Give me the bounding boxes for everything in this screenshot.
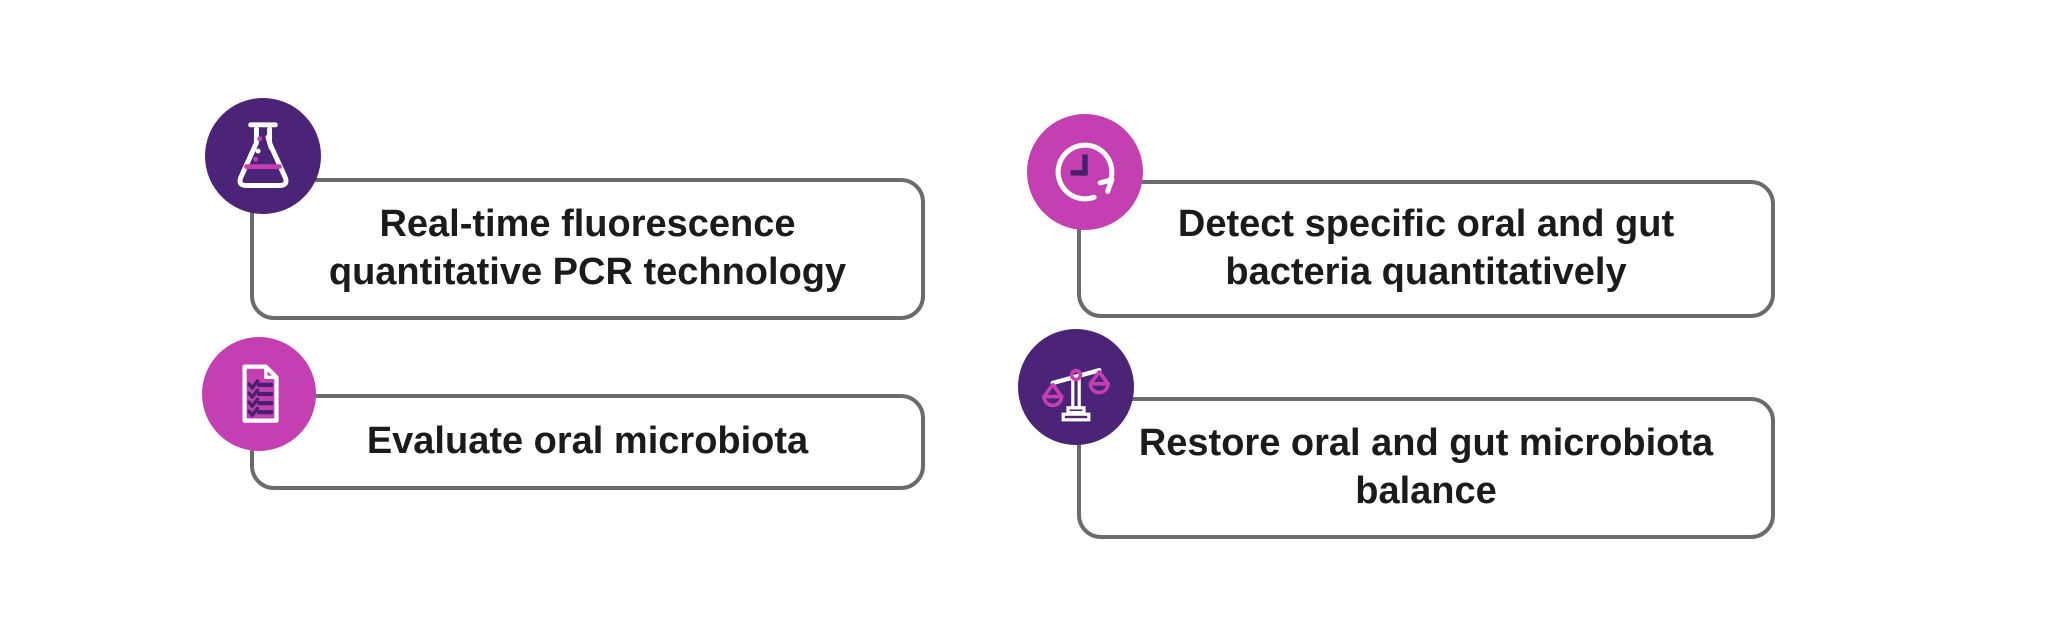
feature-badge-pcr — [205, 98, 321, 214]
feature-box-detect: Detect specific oral and gut bacteria qu… — [1077, 180, 1775, 318]
feature-box-pcr: Real-time fluorescence quantitative PCR … — [250, 178, 925, 320]
feature-badge-evaluate — [202, 337, 316, 451]
feature-badge-restore — [1018, 329, 1134, 445]
feature-box-evaluate: Evaluate oral microbiota — [250, 394, 925, 490]
feature-badge-detect — [1027, 114, 1143, 230]
feature-label: Restore oral and gut microbiota balance — [1138, 422, 1714, 512]
flask-icon — [237, 122, 289, 188]
feature-label: Evaluate oral microbiota — [366, 420, 809, 463]
clock-history-icon — [1055, 142, 1115, 202]
feature-label: Real-time fluorescence quantitative PCR … — [328, 203, 847, 293]
feature-box-restore: Restore oral and gut microbiota balance — [1077, 397, 1775, 539]
feature-label: Detect specific oral and gut bacteria qu… — [1177, 203, 1675, 293]
checklist-document-icon — [242, 364, 279, 423]
balance-scale-icon — [1042, 368, 1110, 422]
